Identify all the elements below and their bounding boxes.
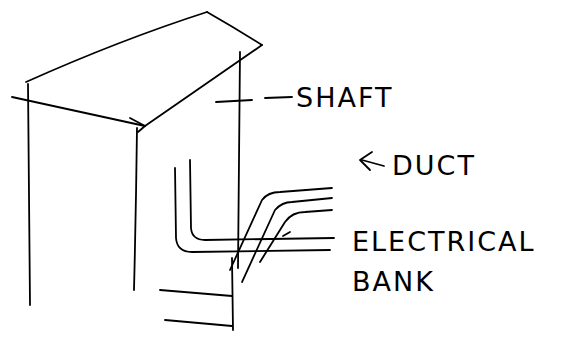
pointer-arrow (360, 152, 372, 170)
leader-line (265, 97, 292, 98)
shaft-edge (12, 97, 145, 126)
shaft-edge (145, 45, 262, 126)
shaft-edge (26, 12, 207, 82)
part-label: SHAFT (296, 78, 496, 118)
part-label: DUCT (392, 146, 562, 186)
shaft-edge (28, 84, 30, 305)
electrical-bank (283, 232, 290, 236)
shaft-edge (207, 12, 262, 45)
electrical-bank (260, 210, 332, 262)
electrical-bank (160, 290, 232, 296)
shaft-edge (134, 128, 137, 290)
shaft-edge (238, 52, 240, 268)
leader-line (216, 100, 252, 102)
part-label: ELECTRICAL BANK (352, 222, 564, 302)
electrical-bank (232, 258, 233, 330)
electrical-bank (165, 320, 232, 326)
electrical-bank (242, 198, 332, 282)
